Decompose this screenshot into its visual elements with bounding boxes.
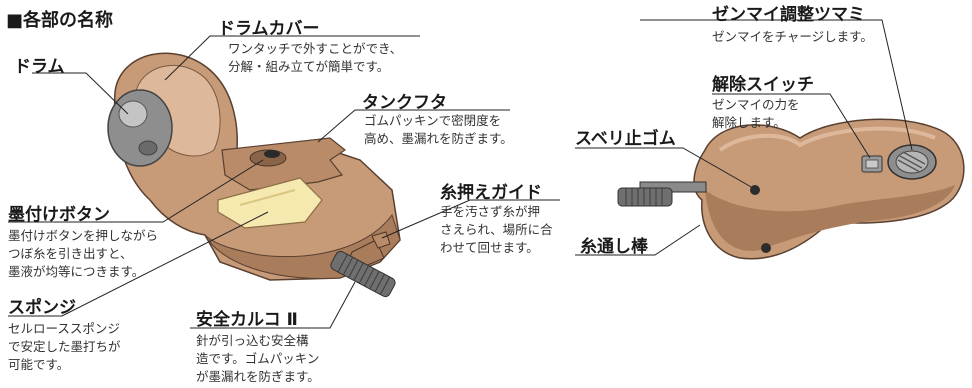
label-spring-knob: ゼンマイ調整ツマミ: [712, 5, 865, 25]
label-ink-button: 墨付けボタン: [8, 205, 110, 225]
threading-rod-part: [617, 181, 707, 207]
ink-button: [249, 149, 287, 167]
label-safety-karuko: 安全カルコ Ⅱ: [196, 310, 298, 330]
desc-release-switch: ゼンマイの力を 解除します。: [712, 97, 800, 130]
label-threading-rod: 糸通し棒: [580, 237, 648, 257]
drum-disk: [107, 89, 173, 167]
desc-sponge: セルローススポンジ で安定した墨打ちが 可能です。: [8, 321, 121, 372]
label-drum-cover: ドラムカバー: [218, 19, 320, 39]
label-anti-slip: スベリ止ゴム: [575, 129, 676, 149]
label-drum: ドラム: [14, 57, 65, 77]
desc-line-guide: 手を汚さず糸が押 さえられ、場所に合 わせて回せます。: [440, 204, 553, 255]
leader-lines: [8, 19, 913, 329]
section-title: ■各部の名称: [6, 10, 114, 31]
desc-safety-karuko: 針が引っ込む安全構 造です。ゴムパッキン が墨漏れを防ぎます。: [196, 333, 320, 384]
label-release-switch: 解除スイッチ: [712, 75, 814, 95]
label-line-guide: 糸押えガイド: [440, 183, 542, 203]
tank-lid: [221, 137, 347, 191]
label-tank-lid: タンクフタ: [362, 93, 447, 113]
desc-tank-lid: ゴムパッキンで密閉度を 高め、墨漏れを防ぎます。: [364, 113, 513, 146]
bottom-screw: [761, 243, 771, 253]
label-sponge: スポンジ: [8, 298, 76, 318]
desc-drum-cover: ワンタッチで外すことができ、 分解・組み立てが簡単です。: [228, 41, 403, 74]
spring-adjust-knob: [887, 144, 937, 180]
release-switch-part: [861, 155, 883, 173]
right-tool-body: [693, 118, 965, 260]
desc-spring-knob: ゼンマイをチャージします。: [712, 29, 873, 44]
anti-slip-rubber: [750, 185, 760, 195]
safety-karuko-part: [330, 239, 396, 298]
desc-ink-button: 墨付けボタンを押しながら つぼ糸を引き出すと、 墨液が均等につきます。: [8, 228, 159, 279]
sponge-area: [217, 177, 323, 229]
